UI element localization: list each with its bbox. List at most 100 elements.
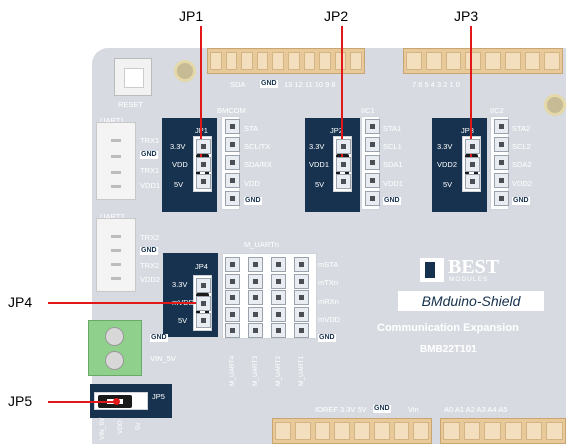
top-right-pin-numbers: 7 6 5 4 3 2 1 0 xyxy=(412,80,460,89)
iic1-pin-2: SCL1 xyxy=(383,142,402,151)
vin-label: Vin xyxy=(408,405,419,414)
callout-jp5-line xyxy=(48,401,116,403)
sda-label: SDA xyxy=(230,80,246,89)
m-uart-pin-3: mRXn xyxy=(318,297,339,306)
m-uart-pin-4: mVDD xyxy=(318,315,341,324)
bmcom-pin-5: GND xyxy=(244,197,262,205)
iic2-pin-5: GND xyxy=(512,197,530,205)
m-uart-pin xyxy=(294,257,309,272)
m-uart-label: M_UARTn xyxy=(244,240,279,249)
jumper-pin xyxy=(465,139,480,154)
bottom-header-analog xyxy=(440,418,566,444)
jp5-board-label: JP5 xyxy=(152,392,165,401)
header-pin xyxy=(225,155,240,170)
header-pin xyxy=(225,119,240,134)
best-modules-logo xyxy=(420,258,444,282)
m-uart-pin xyxy=(248,290,263,305)
terminal-screw xyxy=(105,351,124,370)
power-pin-labels: IOREF 3.3V 5V xyxy=(315,405,367,414)
callout-jp5: JP5 xyxy=(8,393,33,409)
top-header-digital-low xyxy=(403,48,563,74)
callout-jp2-line xyxy=(341,26,343,165)
header-pin xyxy=(365,173,380,188)
m-uart-pin xyxy=(248,323,263,338)
header-pin xyxy=(365,137,380,152)
top-header-digital-high xyxy=(207,48,365,74)
terminal-gnd-label: GND xyxy=(150,334,168,342)
jp5-pin-3: 5V xyxy=(135,422,142,430)
m-uart-pin xyxy=(225,273,240,289)
header-pin xyxy=(494,119,509,134)
header-pin xyxy=(365,191,380,206)
callout-jp3-line xyxy=(470,26,472,165)
bmcom-pin-2: SCL/TX xyxy=(244,142,271,151)
jumper-pin xyxy=(196,139,211,154)
model-number: BMB22T101 xyxy=(420,344,477,355)
brand-sub: MODULES xyxy=(449,276,489,283)
bmcom-pin-3: SDA/RX xyxy=(244,160,272,169)
jumper-pin xyxy=(465,174,480,189)
jp2-opt-1: 3.3V xyxy=(309,142,325,151)
m-uart-col-4: M_UART1 xyxy=(298,355,305,386)
jp3-board-label: JP3 xyxy=(461,126,474,135)
bmcom-pin-1: STA xyxy=(244,124,259,133)
bottom-header-power xyxy=(272,418,432,444)
m-uart-col-3: M_UART2 xyxy=(275,355,282,386)
jp4-opt-1: 3.3V xyxy=(172,280,188,289)
analog-pin-labels: A0 A1 A2 A3 A4 A5 xyxy=(444,405,508,414)
m-uart-pin xyxy=(294,323,309,338)
iic1-pin-1: STA1 xyxy=(383,124,402,133)
callout-jp1-line xyxy=(200,26,202,165)
uart2-pin-2: GND xyxy=(140,247,158,255)
uart2-label: UART2 xyxy=(100,212,125,221)
uart1-pin-4: VDD1 xyxy=(140,181,161,190)
m-uart-col-2: M_UART3 xyxy=(252,355,259,386)
jumper-pin xyxy=(336,174,351,189)
iic2-pin-3: SDA2 xyxy=(512,160,532,169)
uart1-connector xyxy=(96,122,136,200)
vin-5v-label: VIN_5V xyxy=(150,354,176,363)
iic1-pin-4: VDD1 xyxy=(383,179,404,188)
jp3-opt-3: 5V xyxy=(443,180,453,189)
vin-terminal-block xyxy=(88,320,142,376)
terminal-screw xyxy=(105,327,124,346)
m-uart-pin xyxy=(225,257,240,272)
brand-name: BEST xyxy=(448,256,500,278)
uart1-pin-1: TRX1 xyxy=(140,136,160,145)
jumper-pin xyxy=(196,156,211,172)
shield-board xyxy=(92,48,566,444)
bmcom-label: BMCOM xyxy=(217,106,246,115)
uart1-pin-3: TRX1 xyxy=(140,166,160,175)
callout-jp4: JP4 xyxy=(8,294,33,310)
callout-jp1: JP1 xyxy=(179,8,204,24)
jp2-opt-3: 5V xyxy=(315,180,325,189)
iic2-label: IIC2 xyxy=(490,106,504,115)
reset-label: RESET xyxy=(118,100,144,109)
uart2-pin-3: TRX2 xyxy=(140,261,160,270)
uart2-connector xyxy=(96,218,136,292)
header-pin xyxy=(365,119,380,134)
m-uart-pin-1: mSTA xyxy=(318,260,339,269)
jp3-opt-2: VDD2 xyxy=(437,160,458,169)
reset-button[interactable] xyxy=(114,58,152,96)
m-uart-col-1: M_UART4 xyxy=(229,355,236,386)
callout-jp5-dot xyxy=(113,398,120,405)
m-uart-pin xyxy=(294,306,309,322)
header-pin xyxy=(365,155,380,170)
jumper-pin xyxy=(465,156,480,172)
m-uart-pin xyxy=(271,323,286,338)
iic2-pin-4: VDD2 xyxy=(512,179,533,188)
iic1-pin-5: GND xyxy=(383,197,401,205)
product-name: BMduino-Shield xyxy=(398,291,544,311)
iic2-pin-1: STA2 xyxy=(512,124,531,133)
logo-mark xyxy=(425,262,435,278)
jumper-pin xyxy=(336,139,351,154)
top-pin-numbers: 13 12 11 10 9 8 xyxy=(284,80,336,89)
m-uart-pin-2: mTXn xyxy=(318,278,339,287)
m-uart-pin xyxy=(248,257,263,272)
m-uart-pin xyxy=(248,273,263,289)
jp5-pin-1: VIN_5V xyxy=(99,417,106,440)
jp1-opt-2: VDD xyxy=(172,160,188,169)
m-uart-pin xyxy=(248,306,263,322)
jp1-opt-3: 5V xyxy=(174,180,184,189)
